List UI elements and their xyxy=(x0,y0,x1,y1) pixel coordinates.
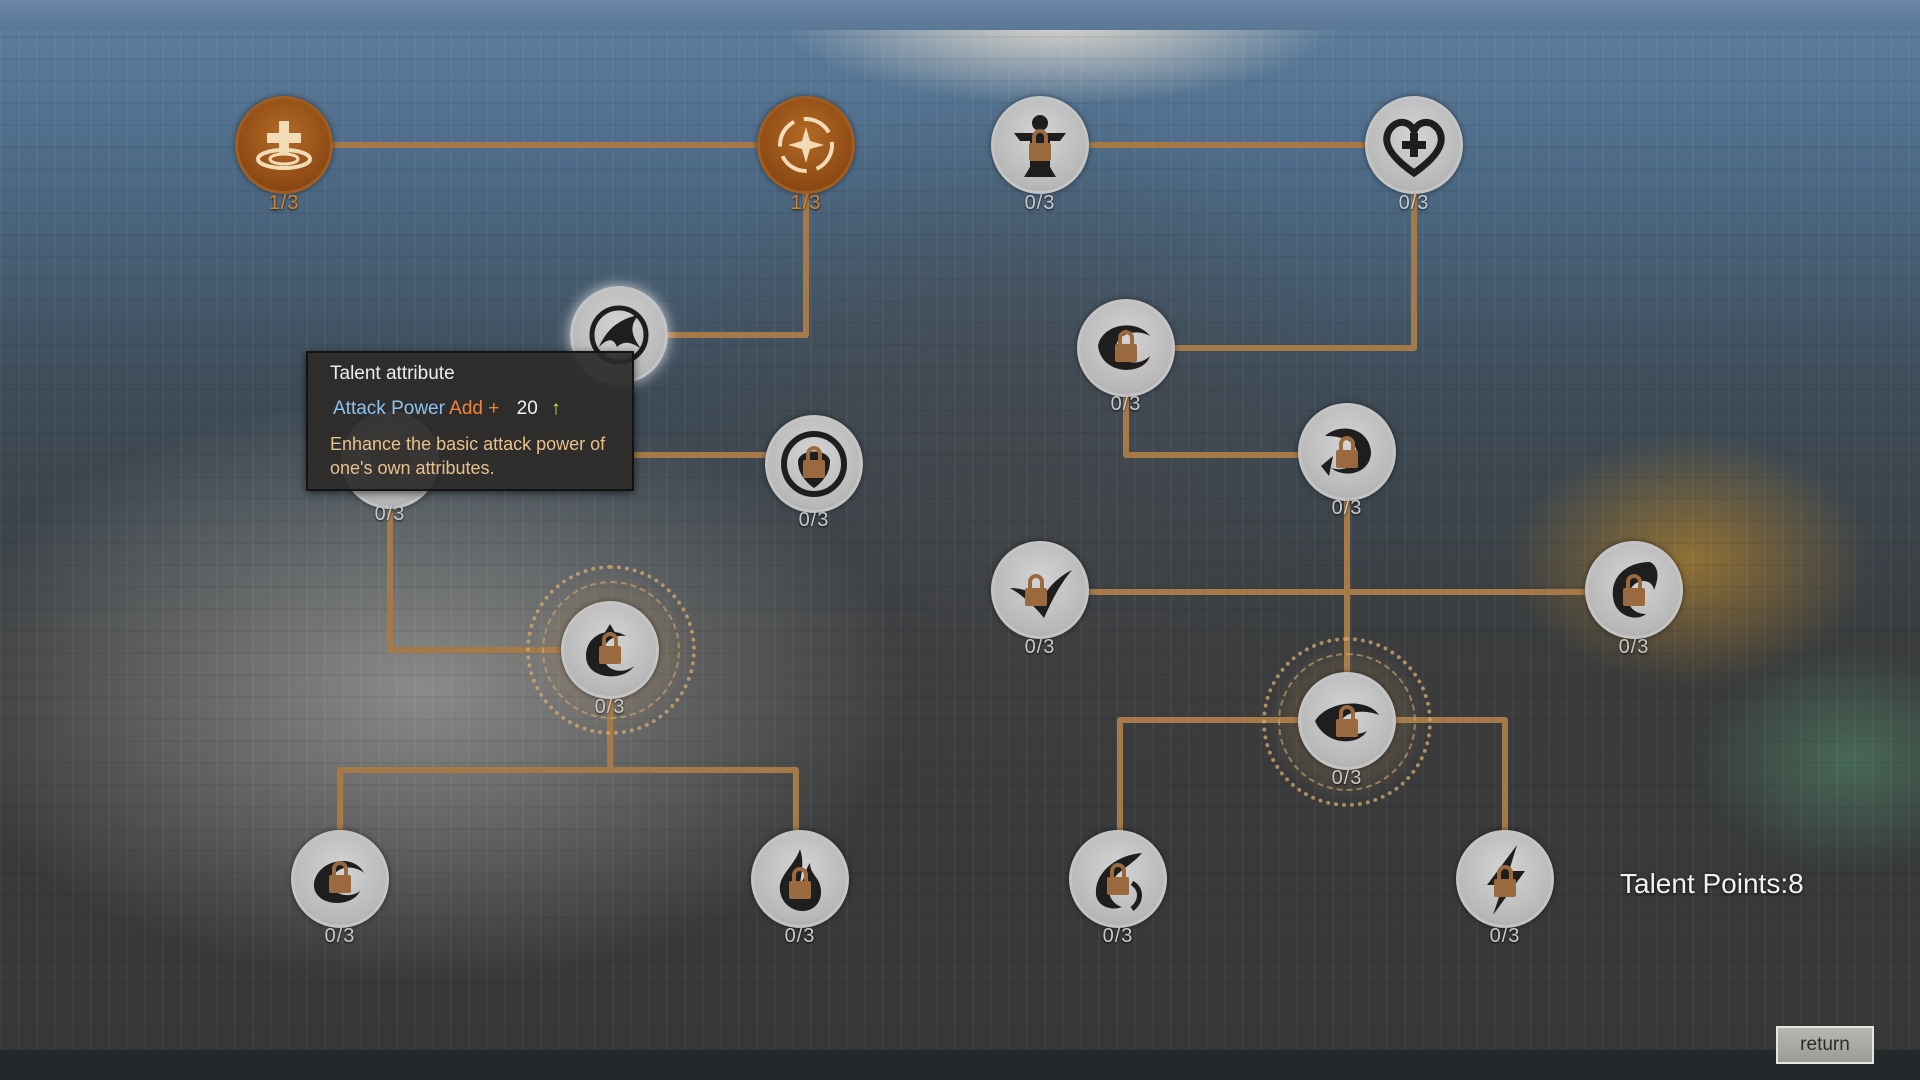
return-button[interactable]: return xyxy=(1776,1026,1874,1064)
node-count-15: 0/3 xyxy=(1331,767,1363,789)
talent-node-12[interactable] xyxy=(1298,403,1396,501)
tooltip-description: Enhance the basic attack power of one's … xyxy=(330,434,606,478)
bottom-bar xyxy=(0,1050,1920,1080)
node-count-2: 1/3 xyxy=(790,192,822,214)
lock-icon xyxy=(1029,129,1051,161)
node-count-11: 0/3 xyxy=(1110,393,1142,415)
talent-points-counter: Talent Points:8 xyxy=(1620,868,1804,899)
spiral-claw-icon xyxy=(1321,428,1371,476)
lock-icon xyxy=(1115,330,1137,362)
talent-node-2[interactable] xyxy=(757,96,855,194)
totem-icon xyxy=(1014,115,1066,177)
heart-plus-icon xyxy=(1383,119,1445,178)
wing-slash-icon xyxy=(1010,570,1072,618)
talent-node-16[interactable] xyxy=(1069,830,1167,928)
arrow-up-icon: ↑ xyxy=(551,398,561,419)
lock-icon xyxy=(1494,865,1516,897)
node-count-16: 0/3 xyxy=(1102,925,1134,947)
talent-node-1[interactable] xyxy=(235,96,333,194)
node-count-5: 0/3 xyxy=(798,509,830,531)
talent-node-14[interactable] xyxy=(1585,541,1683,639)
node-count-10: 0/3 xyxy=(1398,192,1430,214)
node-count-13: 0/3 xyxy=(1024,636,1056,658)
tooltip-modifier: Add + xyxy=(449,398,500,419)
lock-icon xyxy=(1025,574,1047,606)
swirl-wind-icon xyxy=(313,860,364,903)
talent-node-13[interactable] xyxy=(991,541,1089,639)
lock-icon xyxy=(1336,436,1358,468)
node-count-12: 0/3 xyxy=(1331,497,1363,519)
node-count-6: 0/3 xyxy=(594,696,626,718)
talent-node-15[interactable] xyxy=(1298,672,1396,770)
node-count-17: 0/3 xyxy=(1489,925,1521,947)
talent-node-11[interactable] xyxy=(1077,299,1175,397)
node-count-7: 0/3 xyxy=(324,925,356,947)
crescent-moon-icon xyxy=(586,624,634,677)
node-count-9: 0/3 xyxy=(1024,192,1056,214)
top-bar xyxy=(0,0,1920,30)
vortex-icon xyxy=(1098,325,1150,370)
blade-swirl-icon xyxy=(1095,853,1142,911)
talent-tooltip: Talent attribute Attack Power Add + 20 ↑… xyxy=(306,351,634,491)
lock-icon xyxy=(1107,863,1129,895)
talent-node-6[interactable] xyxy=(561,601,659,699)
tooltip-attribute: Attack Power xyxy=(333,398,445,419)
lock-icon xyxy=(599,632,621,664)
node-count-8: 0/3 xyxy=(784,925,816,947)
connector xyxy=(337,767,799,840)
lock-icon xyxy=(789,867,811,899)
lock-icon xyxy=(1336,705,1358,737)
plus-ripple-icon xyxy=(256,121,312,170)
node-count-1: 1/3 xyxy=(268,192,300,214)
lock-icon xyxy=(1623,574,1645,606)
lock-icon xyxy=(329,861,351,893)
connector xyxy=(1126,145,1417,351)
crosshair-spark-icon xyxy=(778,117,834,173)
talent-node-5[interactable] xyxy=(765,415,863,513)
eye-swirl-icon xyxy=(1315,703,1379,742)
talent-node-17[interactable] xyxy=(1456,830,1554,928)
connector xyxy=(668,145,809,338)
talent-node-9[interactable] xyxy=(991,96,1089,194)
node-count-14: 0/3 xyxy=(1618,636,1650,658)
tooltip-stat-line: Attack Power Add + 20 ↑ xyxy=(333,398,618,420)
shield-ring-icon xyxy=(781,431,847,497)
talent-node-7[interactable] xyxy=(291,830,389,928)
twister-icon xyxy=(1612,562,1658,618)
lock-icon xyxy=(803,446,825,478)
talent-node-8[interactable] xyxy=(751,830,849,928)
flame-icon xyxy=(779,849,822,911)
tooltip-value: 20 xyxy=(516,398,538,419)
lightning-icon xyxy=(1487,845,1525,915)
tooltip-title: Talent attribute xyxy=(330,363,455,384)
talent-node-10[interactable] xyxy=(1365,96,1463,194)
node-count-4: 0/3 xyxy=(374,503,406,525)
